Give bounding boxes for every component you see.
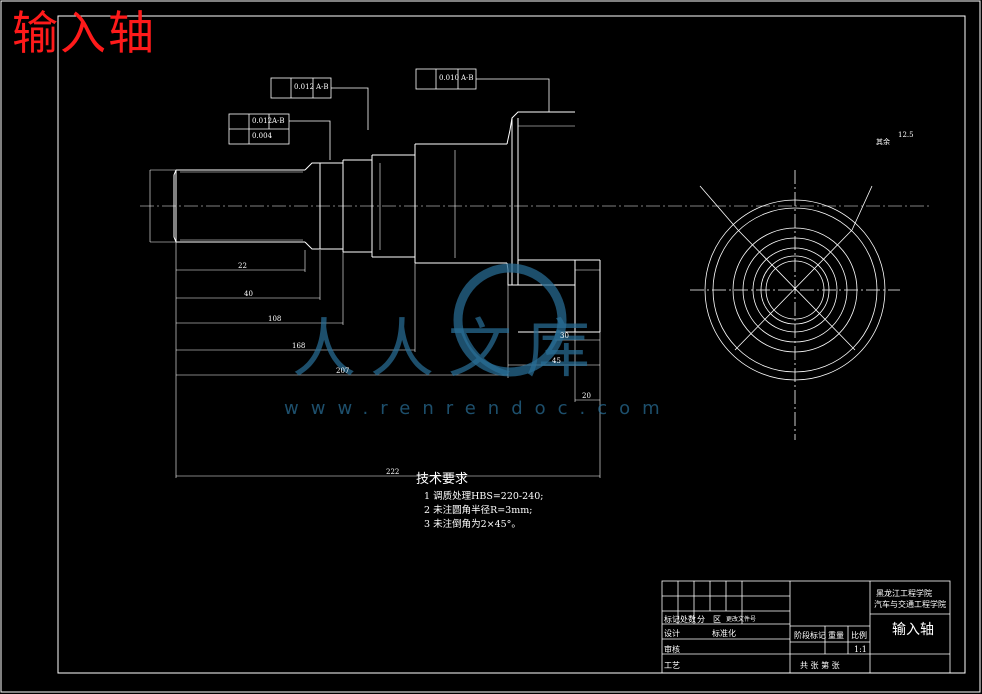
title-block-grid <box>661 580 951 674</box>
tolerance-1-value: 0.012 <box>294 83 315 91</box>
tolerance-2b-value: 0.004 <box>252 132 273 140</box>
row-label-fen: 分 <box>697 615 705 624</box>
sheet-count: 共 张 第 张 <box>800 661 840 670</box>
tolerance-3-value: 0.010 <box>439 74 460 82</box>
review-label: 审核 <box>664 645 680 654</box>
tech-requirement-1: 1 调质处理HBS=220-240; <box>424 491 544 502</box>
roughness-value: 12.5 <box>898 131 914 139</box>
dim-22: 22 <box>238 262 247 270</box>
tolerance-1-datum: A-B <box>316 83 329 91</box>
drawing-title: 输入轴 <box>12 6 156 60</box>
tech-requirement-2: 2 未注圆角半径R=3mm; <box>424 505 533 516</box>
dim-20: 20 <box>582 392 591 400</box>
shaft-end-view <box>690 170 900 440</box>
weight-label: 重量 <box>828 631 844 640</box>
tolerance-3-datum: A-B <box>461 74 474 82</box>
dim-40: 40 <box>244 290 253 298</box>
watermark-logo <box>453 263 567 377</box>
tolerance-2-datum: A-B <box>272 117 285 125</box>
scale-label: 比例 <box>851 631 867 640</box>
inner-border <box>57 15 966 674</box>
tolerance-frames <box>228 68 550 160</box>
scale-value: 1:1 <box>854 645 867 654</box>
tolerance-2-value: 0.012 <box>252 117 273 125</box>
dimension-lines <box>149 169 601 478</box>
dim-222: 222 <box>386 468 400 476</box>
dim-207: 207 <box>336 367 350 375</box>
tech-requirement-3: 3 未注倒角为2×45°。 <box>424 519 521 530</box>
dim-30: 30 <box>560 332 569 340</box>
tech-requirements-heading: 技术要求 <box>416 472 469 487</box>
dim-168: 168 <box>292 342 306 350</box>
roughness-other-label: 其余 <box>876 138 890 146</box>
row-label-qu: 区 <box>713 615 721 624</box>
designer-label: 设计 <box>664 629 680 638</box>
watermark-url: www.renrendoc.com <box>284 398 672 419</box>
row-label-count: 处数 <box>680 615 696 624</box>
standardization-label: 标准化 <box>712 629 736 638</box>
stage-mark-label: 阶段标记 <box>794 631 826 640</box>
school-name: 黑龙江工程学院 <box>876 589 932 598</box>
watermark-text: 人人文库 <box>292 313 604 387</box>
department-name: 汽车与交通工程学院 <box>874 600 946 609</box>
row-label-change-doc: 更改文件号 <box>726 616 757 623</box>
process-label: 工艺 <box>664 661 680 670</box>
dim-108: 108 <box>268 315 282 323</box>
dim-45: 45 <box>552 357 561 365</box>
row-label-mark: 标记 <box>664 615 680 624</box>
part-name: 输入轴 <box>892 622 934 638</box>
